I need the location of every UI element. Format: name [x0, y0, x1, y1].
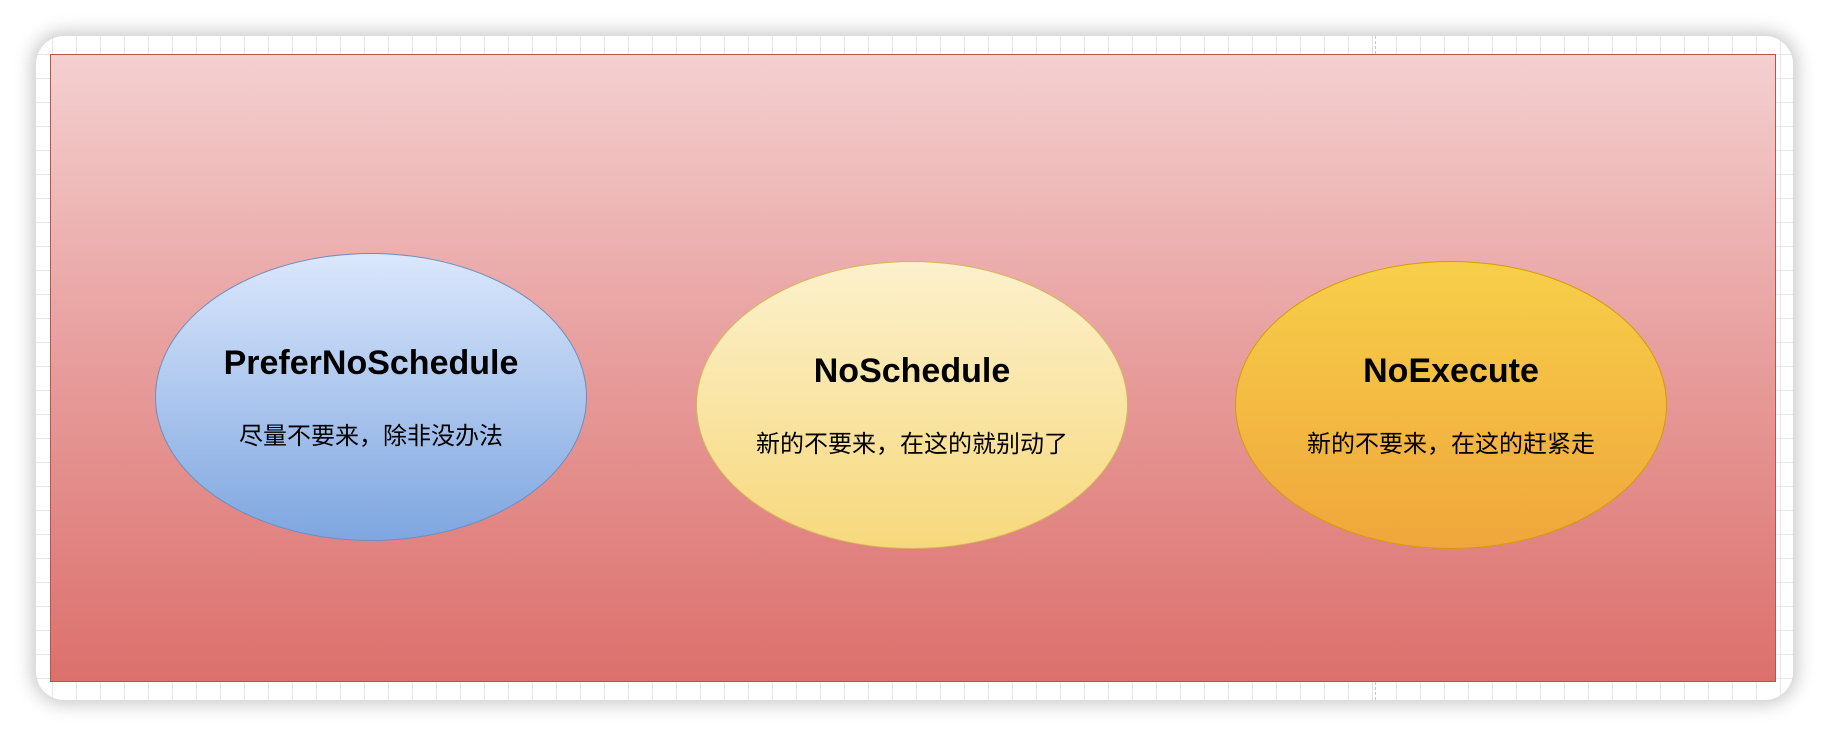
diagram-canvas[interactable]: PreferNoSchedule 尽量不要来，除非没办法 NoSchedule …: [36, 36, 1793, 700]
taint-effects-container[interactable]: PreferNoSchedule 尽量不要来，除非没办法 NoSchedule …: [50, 54, 1776, 682]
prefer-no-schedule-description: 尽量不要来，除非没办法: [239, 422, 503, 450]
no-execute-node[interactable]: NoExecute 新的不要来，在这的赶紧走: [1235, 261, 1667, 549]
no-execute-title: NoExecute: [1363, 352, 1539, 390]
prefer-no-schedule-node[interactable]: PreferNoSchedule 尽量不要来，除非没办法: [155, 253, 587, 541]
no-schedule-title: NoSchedule: [813, 352, 1011, 390]
no-execute-description: 新的不要来，在这的赶紧走: [1307, 430, 1595, 458]
prefer-no-schedule-title: PreferNoSchedule: [223, 344, 519, 382]
no-schedule-description: 新的不要来，在这的就别动了: [756, 430, 1068, 458]
no-schedule-node[interactable]: NoSchedule 新的不要来，在这的就别动了: [696, 261, 1128, 549]
